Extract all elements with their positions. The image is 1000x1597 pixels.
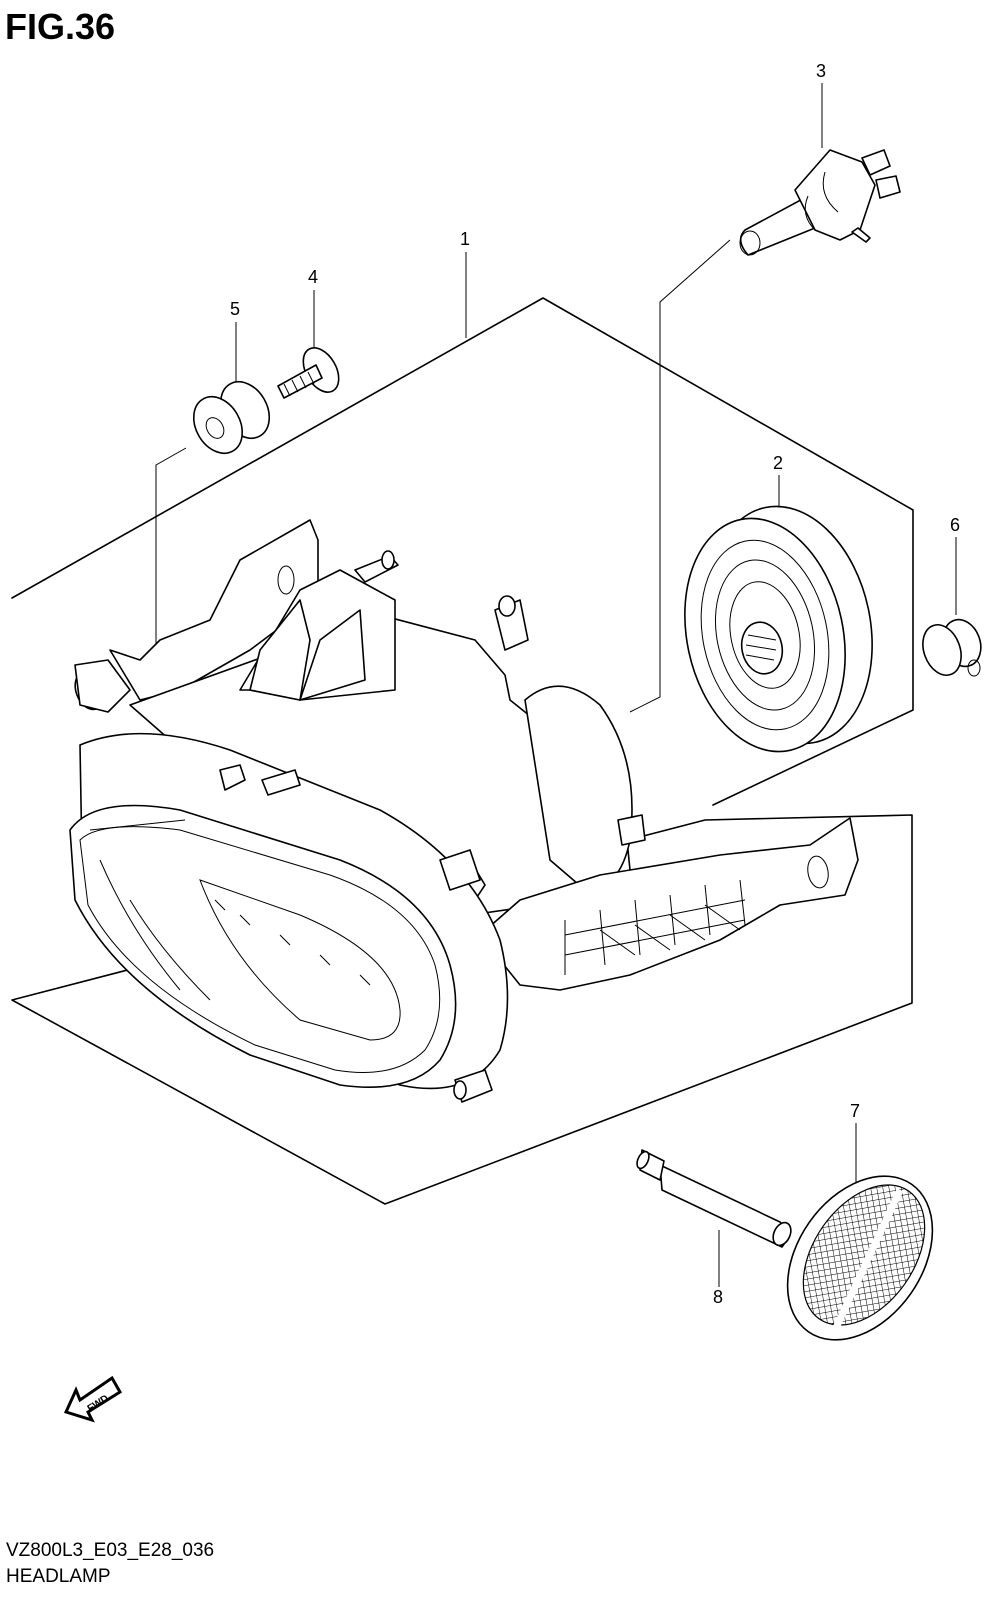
- callout-8: 8: [713, 1287, 723, 1307]
- figure-title: FIG.36: [5, 6, 116, 47]
- callout-4: 4: [308, 267, 318, 287]
- stud-bolt-part: [636, 1149, 792, 1248]
- headlamp-assembly-part: [69, 519, 859, 1103]
- bulb-part: [739, 149, 901, 256]
- forward-arrow-icon: FWD: [63, 1375, 123, 1423]
- callout-1: 1: [460, 229, 470, 249]
- callout-2: 2: [773, 453, 783, 473]
- socket-holder-part: [684, 505, 873, 753]
- figure-name: HEADLAMP: [6, 1566, 111, 1587]
- callout-7: 7: [850, 1101, 860, 1121]
- callout-5: 5: [230, 299, 240, 319]
- grommet-part: [922, 618, 982, 677]
- callout-3: 3: [816, 61, 826, 81]
- screw-part: [277, 347, 340, 399]
- model-code: VZ800L3_E03_E28_036: [6, 1540, 215, 1561]
- callout-6: 6: [950, 515, 960, 535]
- bracket-line-3: [629, 239, 731, 713]
- cushion-part: [192, 380, 271, 455]
- reflector-part: [786, 1175, 934, 1341]
- bracket-line-5: [155, 447, 187, 658]
